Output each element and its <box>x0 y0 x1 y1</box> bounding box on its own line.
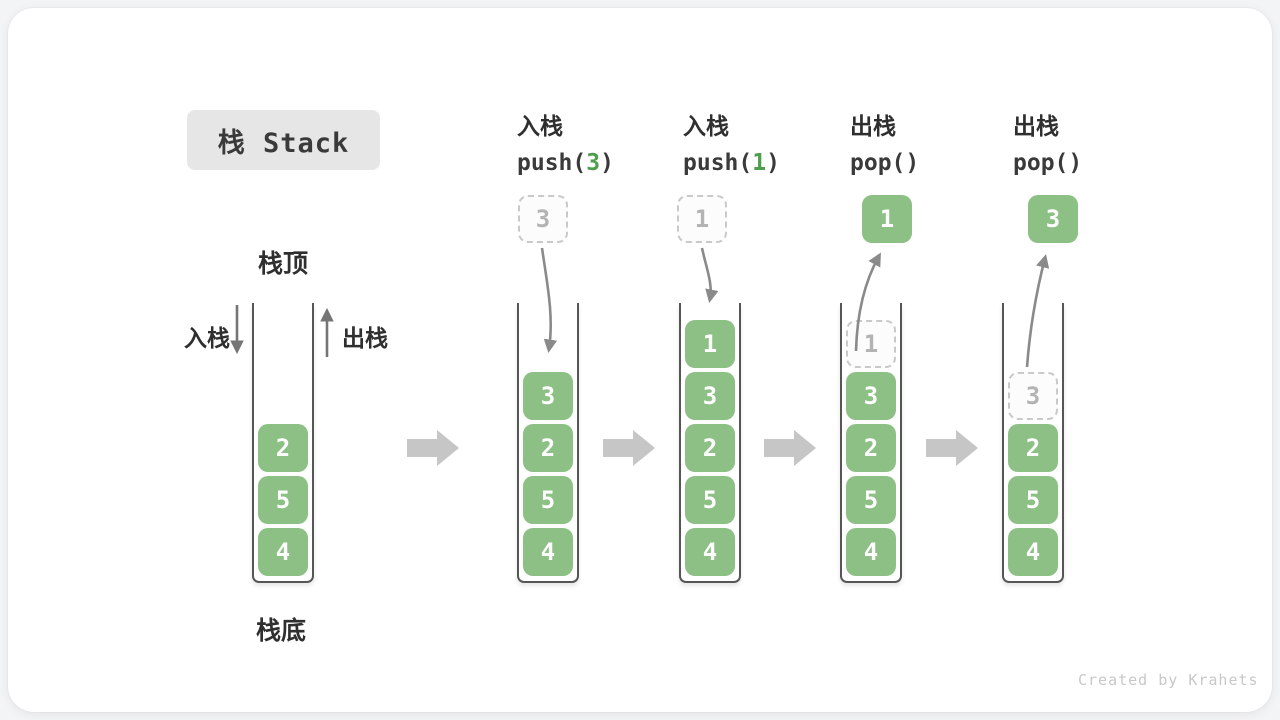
operation-code: pop() <box>1013 150 1233 176</box>
pop-side-label: 出栈 <box>342 326 388 352</box>
stack-cell: 1 <box>685 320 735 368</box>
code-suffix: ) <box>1068 150 1083 176</box>
push-side-label: 入栈 <box>184 326 230 352</box>
incoming-value-box: 3 <box>518 195 568 243</box>
transition-arrow-icon <box>407 430 459 466</box>
operation-label: 入栈 push(1) <box>683 107 903 176</box>
title-text: 栈 Stack <box>217 127 350 159</box>
stack-cell: 4 <box>685 528 735 576</box>
stack-cell: 4 <box>846 528 896 576</box>
stack-cell: 4 <box>1008 528 1058 576</box>
operation-label: 出栈 pop() <box>850 107 1070 176</box>
code-prefix: push( <box>683 150 753 176</box>
stack-cell: 2 <box>523 424 573 472</box>
code-suffix: ) <box>905 150 920 176</box>
code-prefix: pop( <box>850 150 906 176</box>
popped-value-box: 3 <box>1028 195 1078 243</box>
operation-label: 入栈 push(3) <box>517 107 737 176</box>
popped-value-box: 1 <box>862 195 912 243</box>
push-1-arrow-icon <box>700 247 719 303</box>
stack-bottom-label: 栈底 <box>256 616 307 645</box>
operation-name: 入栈 <box>517 114 563 140</box>
stack-cell: 3 <box>523 372 573 420</box>
code-argument: 1 <box>752 150 767 176</box>
transition-arrow-icon <box>764 430 816 466</box>
stack-cell: 5 <box>846 476 896 524</box>
operation-code: push(1) <box>683 150 903 176</box>
stack-cell: 3 <box>846 372 896 420</box>
stack-cell: 3 <box>685 372 735 420</box>
stack-top-label: 栈顶 <box>258 249 309 278</box>
stack-cell: 2 <box>1008 424 1058 472</box>
code-suffix: ) <box>600 150 614 176</box>
operation-name: 入栈 <box>683 114 729 140</box>
stack-cell: 2 <box>846 424 896 472</box>
operation-label: 出栈 pop() <box>1013 107 1233 176</box>
stack-cell: 5 <box>258 476 308 524</box>
stack-cell-ghost: 1 <box>846 320 896 368</box>
code-prefix: pop( <box>1013 150 1069 176</box>
code-prefix: push( <box>517 150 587 176</box>
stack-cell: 5 <box>523 476 573 524</box>
stack-cell-ghost: 3 <box>1008 372 1058 420</box>
stack-cell: 5 <box>685 476 735 524</box>
operation-code: push(3) <box>517 150 737 176</box>
incoming-value-box: 1 <box>677 195 727 243</box>
operation-name: 出栈 <box>1013 114 1059 140</box>
transition-arrow-icon <box>926 430 978 466</box>
watermark: Created by Krahets <box>1078 671 1259 689</box>
operation-code: pop() <box>850 150 1070 176</box>
title-badge: 栈 Stack <box>187 110 380 170</box>
code-argument: 3 <box>586 150 601 176</box>
stack-cell: 2 <box>258 424 308 472</box>
stack-cell: 5 <box>1008 476 1058 524</box>
operation-name: 出栈 <box>850 114 896 140</box>
transition-arrow-icon <box>603 430 655 466</box>
code-suffix: ) <box>766 150 780 176</box>
stack-cell: 2 <box>685 424 735 472</box>
stack-cell: 4 <box>258 528 308 576</box>
stack-cell: 4 <box>523 528 573 576</box>
